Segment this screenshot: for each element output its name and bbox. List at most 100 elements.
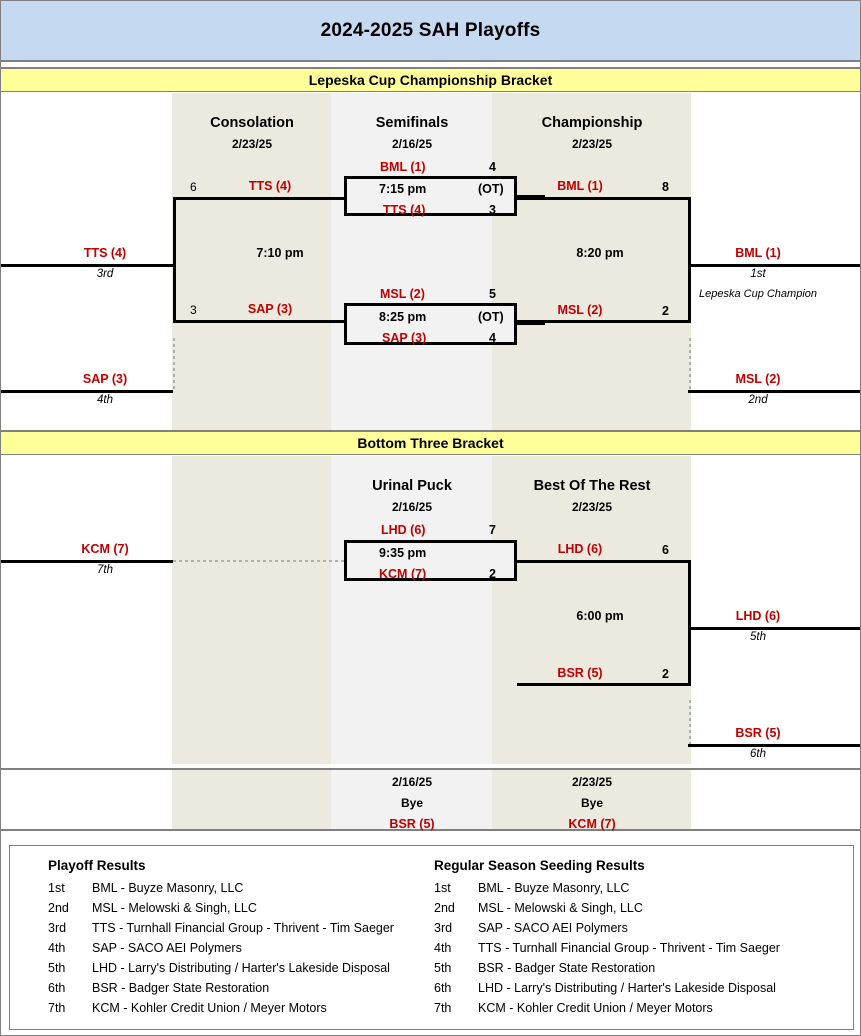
entry-team-seventh: KCM (7) xyxy=(81,542,129,556)
outcome-place-fifth: 5th xyxy=(750,631,766,643)
outcome-team-sixth: BSR (5) xyxy=(735,726,781,740)
legend-seeding-rank-5: 5th xyxy=(434,961,452,975)
best-of-rest-top-score: 6 xyxy=(662,543,669,557)
legend-seeding-text-3: SAP - SACO AEI Polymers xyxy=(478,921,628,935)
dashed-connector-final-loser xyxy=(689,338,691,390)
semifinal-2-time: 8:25 pm xyxy=(379,310,427,324)
urinal-puck-top-score: 7 xyxy=(489,523,496,537)
legend-playoff-rank-5: 5th xyxy=(48,961,66,975)
page-title: 2024-2025 SAH Playoffs xyxy=(320,19,541,41)
outcome-line-sixth xyxy=(688,744,860,747)
outcome-line-first xyxy=(688,264,860,267)
outcome-line-second xyxy=(688,390,860,393)
round-header-championship: Championship xyxy=(541,115,643,131)
entry-line-third xyxy=(1,264,173,267)
bye-2-team: KCM (7) xyxy=(568,817,616,831)
round-header-urinal-puck: Urinal Puck xyxy=(372,478,452,494)
section-banner-lepeska-cup-label: Lepeska Cup Championship Bracket xyxy=(308,72,553,88)
legend-seeding-text-2: MSL - Melowski & Singh, LLC xyxy=(478,901,643,915)
legend-seeding-text-4: TTS - Turnhall Financial Group - Thriven… xyxy=(478,941,780,955)
round-date-best-of-rest: 2/23/25 xyxy=(571,500,613,514)
column-band-consolation xyxy=(172,93,331,430)
round-header-consolation: Consolation xyxy=(210,115,294,131)
consolation-top-line xyxy=(173,197,344,200)
legend-playoff-title: Playoff Results xyxy=(48,858,146,873)
round-header-best-of-rest: Best Of The Rest xyxy=(533,478,651,494)
urinal-puck-bottom-team: KCM (7) xyxy=(379,567,427,581)
championship-game-time: 8:20 pm xyxy=(576,246,624,260)
legend-playoff-rank-6: 6th xyxy=(48,981,66,995)
bye-1-team: BSR (5) xyxy=(389,817,435,831)
column-band-semifinals xyxy=(331,93,492,430)
best-of-rest-game-time: 6:00 pm xyxy=(576,609,624,623)
legend-seeding-rank-1: 1st xyxy=(434,881,451,895)
legend-seeding-text-1: BML - Buyze Masonry, LLC xyxy=(478,881,630,895)
bye-strip xyxy=(1,768,860,831)
outcome-place-sixth: 6th xyxy=(750,748,766,760)
best-of-rest-bottom-score: 2 xyxy=(662,667,669,681)
semifinal-2-top-score: 5 xyxy=(489,287,496,301)
bye-1-date: 2/16/25 xyxy=(391,775,433,789)
championship-right-line xyxy=(688,197,691,323)
semifinal-2-bottom-score: 4 xyxy=(489,331,496,345)
championship-bottom-team: MSL (2) xyxy=(557,303,603,317)
best-of-rest-right-line xyxy=(688,560,691,686)
legend-playoff-text-1: BML - Buyze Masonry, LLC xyxy=(92,881,244,895)
dashed-connector-consolation-loser xyxy=(173,338,175,390)
legend-playoff-rank-4: 4th xyxy=(48,941,66,955)
entry-line-seventh xyxy=(1,560,173,563)
semifinal-1-time: 7:15 pm xyxy=(379,182,427,196)
bye-band-1 xyxy=(172,770,331,829)
legend-seeding-rank-6: 6th xyxy=(434,981,452,995)
legend-seeding-text-5: BSR - Badger State Restoration xyxy=(478,961,656,975)
outcome-team-second: MSL (2) xyxy=(735,372,781,386)
semifinal-1-top-score: 4 xyxy=(489,160,496,174)
legend-seeding-rank-2: 2nd xyxy=(434,901,455,915)
bye-band-3 xyxy=(492,770,691,829)
round-date-urinal-puck: 2/16/25 xyxy=(391,500,433,514)
dashed-connector-kcm-to-urinal-puck xyxy=(173,560,344,562)
bye-2-date: 2/23/25 xyxy=(571,775,613,789)
championship-bottom-line xyxy=(517,320,691,323)
section-banner-bottom-three: Bottom Three Bracket xyxy=(1,430,860,455)
urinal-puck-game-box xyxy=(344,540,517,581)
consolation-bottom-team: SAP (3) xyxy=(247,302,293,316)
legend-playoff-text-2: MSL - Melowski & Singh, LLC xyxy=(92,901,257,915)
legend-playoff-text-4: SAP - SACO AEI Polymers xyxy=(92,941,242,955)
outcome-team-fifth: LHD (6) xyxy=(735,609,781,623)
semifinal-game-box-2 xyxy=(344,303,517,345)
semifinal-2-to-final-connector xyxy=(517,322,545,325)
legend-playoff-rank-1: 1st xyxy=(48,881,65,895)
championship-top-team: BML (1) xyxy=(557,179,603,193)
urinal-puck-bottom-score: 2 xyxy=(489,567,496,581)
legend-playoff-text-7: KCM - Kohler Credit Union / Meyer Motors xyxy=(92,1001,327,1015)
semifinal-game-box-1 xyxy=(344,176,517,216)
page-title-bar: 2024-2025 SAH Playoffs xyxy=(1,1,860,62)
column-band-best-of-rest xyxy=(492,456,691,764)
consolation-game-time: 7:10 pm xyxy=(256,246,304,260)
round-header-semifinals: Semifinals xyxy=(375,115,449,131)
urinal-puck-top-team: LHD (6) xyxy=(381,523,426,537)
section-banner-bottom-three-label: Bottom Three Bracket xyxy=(357,435,504,451)
semifinal-1-top-team: BML (1) xyxy=(380,160,426,174)
dashed-connector-bor-loser xyxy=(689,700,691,744)
championship-bottom-score: 2 xyxy=(662,304,669,318)
championship-top-line xyxy=(517,197,691,200)
legend-seeding-title: Regular Season Seeding Results xyxy=(434,858,645,873)
semifinal-1-bottom-score: 3 xyxy=(489,203,496,217)
bye-2-label: Bye xyxy=(580,796,603,810)
legend-playoff-text-6: BSR - Badger State Restoration xyxy=(92,981,270,995)
urinal-puck-time: 9:35 pm xyxy=(379,546,427,560)
outcome-place-first: 1st xyxy=(750,268,766,280)
legend-seeding-text-7: KCM - Kohler Credit Union / Meyer Motors xyxy=(478,1001,713,1015)
consolation-bottom-line xyxy=(173,320,344,323)
legend-panel: Playoff Results Regular Season Seeding R… xyxy=(9,845,854,1030)
legend-seeding-text-6: LHD - Larry's Distributing / Harter's La… xyxy=(478,981,776,995)
legend-playoff-text-3: TTS - Turnhall Financial Group - Thriven… xyxy=(92,921,394,935)
consolation-top-seed: 6 xyxy=(190,180,197,194)
round-date-semifinals: 2/16/25 xyxy=(391,137,433,151)
entry-team-fourth: SAP (3) xyxy=(82,372,128,386)
best-of-rest-top-team: LHD (6) xyxy=(557,542,603,556)
consolation-top-team: TTS (4) xyxy=(248,179,292,193)
